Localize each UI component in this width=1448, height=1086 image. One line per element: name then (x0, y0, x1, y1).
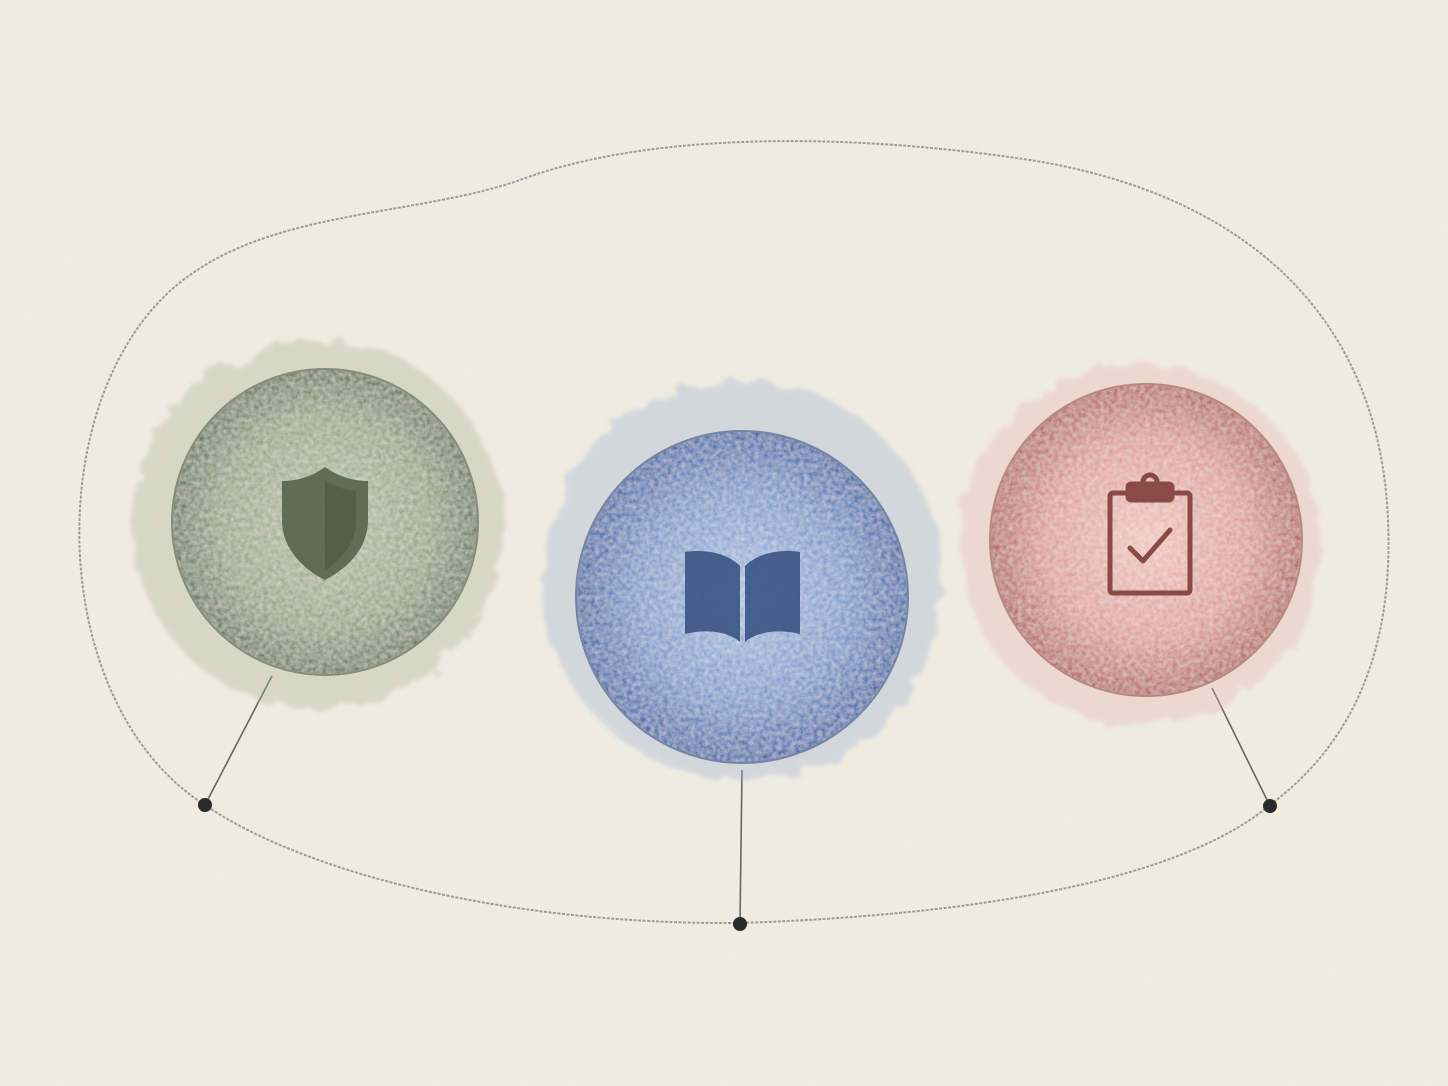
book-disc (577, 432, 907, 762)
anchor-dot-left (198, 798, 212, 812)
connector-clipboard (1211, 687, 1271, 807)
clipboard-disc-edge (989, 383, 1303, 697)
shield-disc-edge (171, 368, 479, 676)
anchor-dot-right (1263, 799, 1277, 813)
clipboard-disc (991, 385, 1301, 695)
shield-icon-shade (325, 480, 356, 570)
node-shield[interactable] (133, 340, 503, 710)
node-clipboard[interactable] (960, 365, 1320, 725)
node-book[interactable] (542, 380, 942, 780)
book-disc-edge (575, 430, 909, 764)
open-book-icon (685, 551, 800, 642)
outer-loop (78, 140, 1390, 925)
connector-book (739, 769, 743, 924)
anchor-dot-bottom (733, 917, 747, 931)
clipboard-check-icon (1107, 472, 1193, 596)
